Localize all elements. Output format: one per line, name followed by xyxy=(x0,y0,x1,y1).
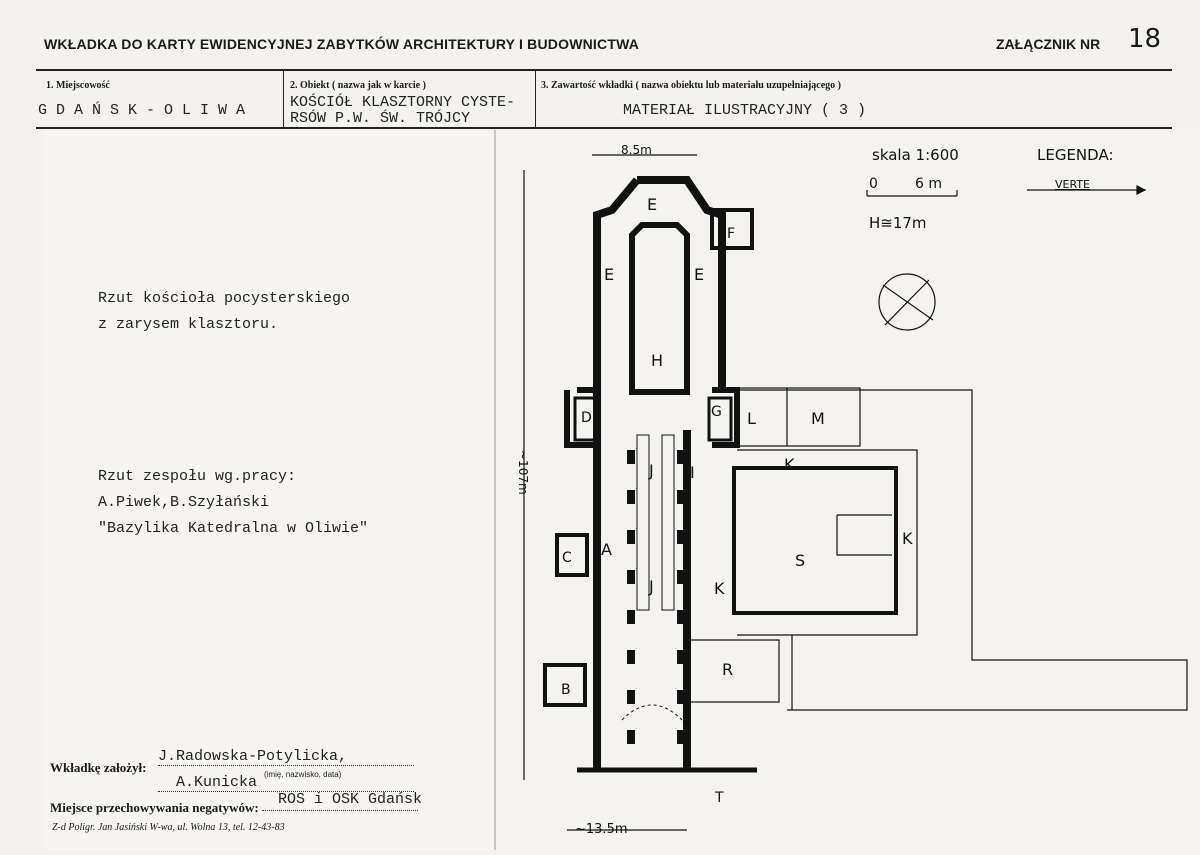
contents-label: 3. Zawartość wkładki ( nazwa obiektu lub… xyxy=(541,80,842,91)
stall-j-right xyxy=(661,434,675,611)
tower-f xyxy=(710,208,754,250)
founder-dots-1 xyxy=(158,765,414,766)
locality-label: 1. Miejscowość xyxy=(46,80,110,91)
founder-label: Wkładkę założył: xyxy=(50,760,147,775)
note-line-2: z zarysem klasztoru. xyxy=(98,316,279,333)
compass-icon xyxy=(878,273,936,331)
note-line-1: Rzut kościoła pocysterskiego xyxy=(98,290,351,307)
chapel-b xyxy=(543,663,587,707)
plan-letter-l: L xyxy=(747,409,756,428)
plan-letter-c: C xyxy=(562,550,572,566)
plan-letter-k2: K xyxy=(902,529,913,548)
founder-line-1: J.Radowska-Potylicka, xyxy=(158,748,348,765)
plan-letter-g: G xyxy=(711,404,722,420)
stair-d xyxy=(573,396,599,442)
attachment-label: ZAŁĄCZNIK NR xyxy=(996,36,1101,52)
stall-j-left xyxy=(636,434,650,611)
locality-value: G D A Ń S K - O L I W A xyxy=(38,102,246,119)
plan-letter-e3: E xyxy=(694,265,704,284)
plan-letter-a: A xyxy=(601,540,612,559)
plan-letter-s: S xyxy=(795,551,805,570)
negatives-label: Miejsce przechowywania negatywów: xyxy=(50,800,259,815)
founder-line-2: A.Kunicka xyxy=(176,774,258,791)
note-line-5: "Bazylika Katedralna w Oliwie" xyxy=(98,520,369,537)
stair-g xyxy=(707,396,733,442)
plan-letter-e2: E xyxy=(604,265,614,284)
field-divider-2 xyxy=(535,70,536,127)
attachment-number: 18 xyxy=(1128,24,1162,54)
choir-wall-right xyxy=(637,176,726,390)
form-title: WKŁADKA DO KARTY EWIDENCYJNEJ ZABYTKÓW A… xyxy=(44,36,640,52)
plan-letter-t: T xyxy=(714,790,724,806)
negatives-value: ROS i OSK Gdańsk xyxy=(278,791,423,808)
paste-edge xyxy=(494,130,496,850)
founder-hint: (imię, nazwisko, data) xyxy=(264,770,342,779)
printer-imprint: Z-d Poligr. Jan Jasiński W-wa, ul. Wolna… xyxy=(52,822,285,833)
plan-letter-r: R xyxy=(722,660,733,679)
monastery-outline-inner xyxy=(737,449,918,636)
header-rule-top xyxy=(36,69,1172,71)
plan-letter-f: F xyxy=(727,226,735,242)
scale-label: skala 1:600 xyxy=(872,146,959,164)
object-value-line2: RSÓW P.W. ŚW. TRÓJCY xyxy=(290,110,471,127)
legend-label: LEGENDA: xyxy=(1037,146,1114,164)
scale-zero-label: 0 xyxy=(869,176,878,192)
dim-bottom-label: ~13.5m xyxy=(575,822,628,837)
plan-letter-h: H xyxy=(651,351,663,370)
plan-letter-e1: E xyxy=(647,195,657,214)
object-value-line1: KOŚCIÓŁ KLASZTORNY CYSTE- xyxy=(290,94,516,111)
presbytery-enclosure xyxy=(629,222,690,395)
note-line-4: A.Piwek,B.Szyłański xyxy=(98,494,270,511)
plan-letter-m: M xyxy=(811,409,825,428)
dim-side-label: ~107m xyxy=(516,450,530,495)
scale-six-label: 6 m xyxy=(915,176,942,192)
chapel-c xyxy=(555,533,589,577)
field-divider-1 xyxy=(283,70,284,127)
church-floor-plan: A B C D E E E F G H I J J K K K L M R S … xyxy=(516,143,1188,837)
notes-panel xyxy=(44,130,494,850)
founder-dots-2 xyxy=(158,791,414,792)
plan-letter-b: B xyxy=(561,682,571,698)
plan-letter-k3: K xyxy=(714,579,725,598)
plan-panel xyxy=(497,130,1200,855)
monastery-outline-outer xyxy=(737,389,1188,711)
header-rule-bottom xyxy=(36,127,1172,129)
plan-letter-d: D xyxy=(581,410,592,426)
choir-wall-left xyxy=(593,177,641,390)
plan-letter-k1: K xyxy=(784,455,795,474)
object-label: 2. Obiekt ( nazwa jak w karcie ) xyxy=(290,80,426,91)
negatives-dots xyxy=(262,810,418,811)
plan-letter-i: I xyxy=(690,463,695,482)
height-label: H≅17m xyxy=(869,214,927,232)
plan-letter-j2: J xyxy=(648,577,654,596)
contents-value: MATERIAŁ ILUSTRACYJNY ( 3 ) xyxy=(623,102,867,119)
dim-top-label: 8.5m xyxy=(621,143,652,157)
verte-label: VERTE xyxy=(1055,178,1090,191)
note-line-3: Rzut zespołu wg.pracy: xyxy=(98,468,297,485)
cloister-garth xyxy=(732,466,898,615)
plan-letter-j1: J xyxy=(648,461,654,480)
